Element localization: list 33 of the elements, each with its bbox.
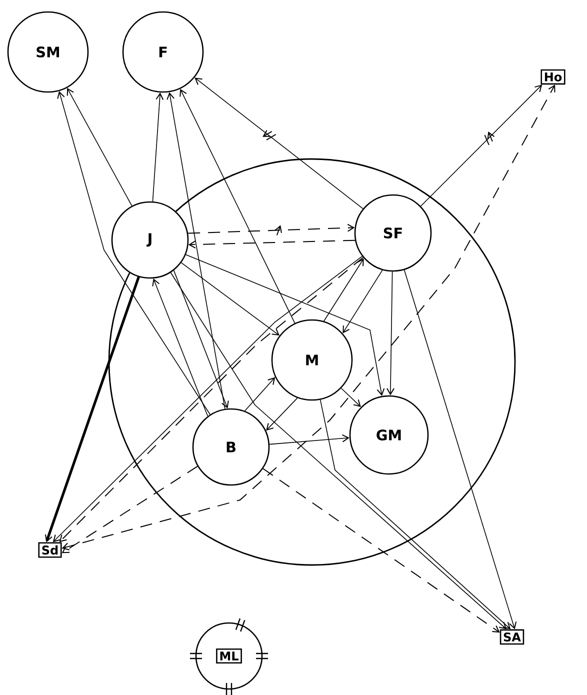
ring-circle <box>189 618 269 695</box>
arrow <box>57 91 210 415</box>
arrow <box>170 272 507 630</box>
arrow <box>66 88 132 206</box>
arrow <box>342 270 383 334</box>
arrow <box>194 78 364 210</box>
dashed-arrow <box>62 466 198 554</box>
arrow <box>269 434 350 445</box>
arrow <box>266 398 298 431</box>
arrow <box>173 270 229 408</box>
arrow <box>340 388 361 407</box>
label-box: Ho <box>540 69 566 85</box>
arrow <box>152 278 208 417</box>
arrow <box>185 254 385 396</box>
arrow <box>180 262 280 336</box>
label-box: Sd <box>38 542 62 558</box>
arrow <box>180 88 296 324</box>
arrow <box>320 399 511 630</box>
arrow <box>324 258 364 322</box>
dashed-arrow <box>188 240 356 249</box>
arrow <box>166 92 226 410</box>
dashed-arrow <box>188 224 355 236</box>
arrow <box>244 377 276 412</box>
boundary-circle <box>108 158 516 566</box>
arrow <box>386 271 394 396</box>
arrow <box>152 92 164 202</box>
dashed-arrow <box>62 84 556 550</box>
arrow <box>44 276 140 542</box>
label-box: ML <box>216 648 242 664</box>
label-box: SA <box>500 629 524 645</box>
dashed-arrow <box>262 468 500 633</box>
arrow <box>420 84 542 207</box>
arrow <box>404 270 517 630</box>
